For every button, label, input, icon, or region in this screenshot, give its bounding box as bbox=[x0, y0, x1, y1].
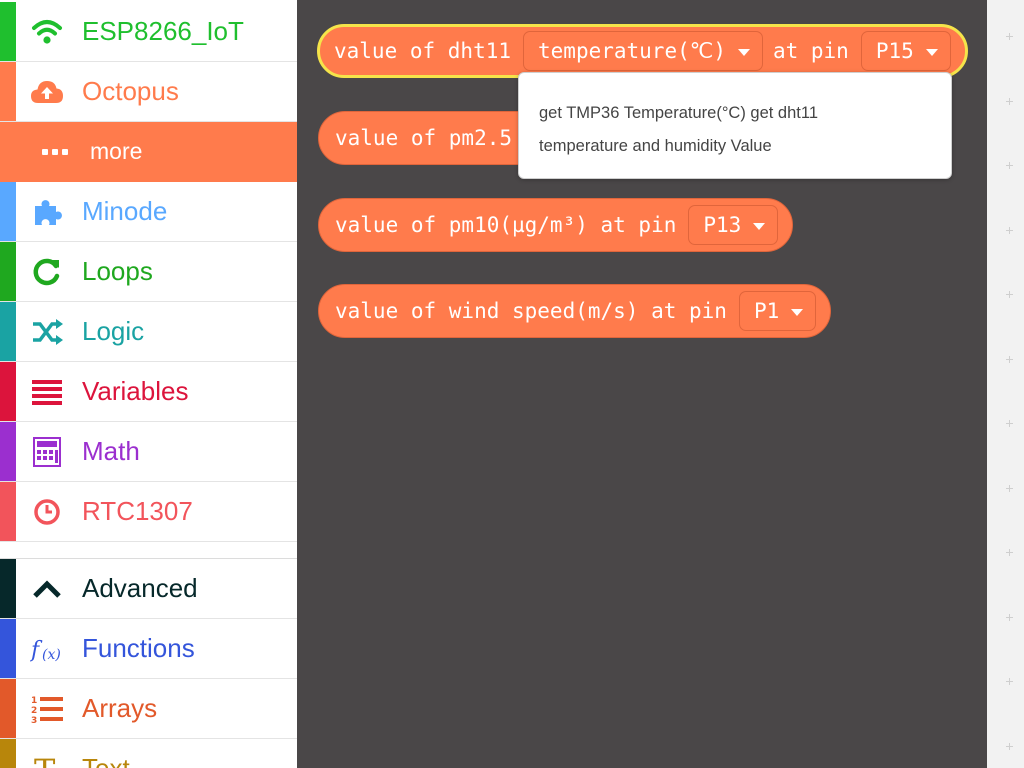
category-label: Functions bbox=[82, 633, 195, 663]
category-label: Advanced bbox=[82, 573, 198, 603]
sensor-type-dropdown[interactable]: temperature(℃) bbox=[523, 31, 763, 71]
category-label: Text bbox=[82, 753, 130, 768]
category-rtc1307[interactable]: RTC1307 bbox=[0, 482, 297, 542]
category-color-bar bbox=[0, 619, 16, 678]
block-text: value of pm10(µg/m³) at pin bbox=[335, 213, 677, 237]
category-color-bar bbox=[0, 559, 16, 618]
shuffle-icon bbox=[30, 315, 64, 349]
category-label: Minode bbox=[82, 196, 168, 226]
function-icon: f(x) bbox=[30, 632, 64, 666]
category-color-bar bbox=[0, 422, 16, 481]
category-loops[interactable]: Loops bbox=[0, 242, 297, 302]
toolbox-sidebar: ESP8266_IoT Octopus more Minode Loops bbox=[0, 0, 297, 768]
category-label: more bbox=[90, 138, 143, 164]
grid-plus-icon bbox=[1006, 743, 1013, 750]
grid-plus-icon bbox=[1006, 678, 1013, 685]
svg-text:T: T bbox=[34, 754, 56, 768]
dropdown-value: temperature(℃) bbox=[538, 39, 726, 63]
category-label: Arrays bbox=[82, 693, 158, 723]
category-color-bar bbox=[0, 482, 16, 541]
block-text: value of pm2.5 bbox=[335, 126, 513, 150]
category-label: ESP8266_IoT bbox=[82, 16, 244, 46]
grid-plus-icon bbox=[1006, 227, 1013, 234]
category-logic[interactable]: Logic bbox=[0, 302, 297, 362]
category-label: Logic bbox=[82, 316, 145, 346]
grid-plus-icon bbox=[1006, 162, 1013, 169]
puzzle-icon bbox=[30, 195, 64, 229]
calculator-icon bbox=[30, 435, 64, 469]
category-variables[interactable]: Variables bbox=[0, 362, 297, 422]
grid-plus-icon bbox=[1006, 33, 1013, 40]
tooltip-line: temperature and humidity Value bbox=[539, 137, 772, 155]
block-tooltip: get TMP36 Temperature(°C) get dht11 temp… bbox=[518, 72, 952, 179]
category-text[interactable]: T Text bbox=[0, 739, 297, 768]
ellipsis-icon bbox=[38, 135, 72, 169]
category-color-bar bbox=[0, 122, 16, 181]
caret-down-icon bbox=[737, 48, 750, 56]
cloud-upload-icon bbox=[30, 75, 64, 109]
chevron-up-icon bbox=[30, 572, 64, 606]
svg-text:(x): (x) bbox=[42, 647, 61, 663]
grid-plus-icon bbox=[1006, 356, 1013, 363]
list-lines-icon bbox=[30, 375, 64, 409]
block-pm10-value[interactable]: value of pm10(µg/m³) at pin P13 bbox=[318, 198, 794, 252]
caret-down-icon bbox=[791, 308, 804, 316]
pin-dropdown[interactable]: P13 bbox=[688, 205, 779, 245]
category-separator bbox=[0, 543, 297, 559]
clock-icon bbox=[30, 495, 64, 529]
pin-dropdown[interactable]: P1 bbox=[738, 291, 817, 331]
category-color-bar bbox=[0, 182, 16, 241]
caret-down-icon bbox=[753, 222, 766, 230]
block-text: value of wind speed(m/s) at pin bbox=[335, 299, 727, 323]
block-text: value of dht11 bbox=[334, 39, 512, 63]
category-color-bar bbox=[0, 62, 16, 121]
grid-plus-icon bbox=[1006, 98, 1013, 105]
svg-text:3: 3 bbox=[31, 716, 37, 724]
category-esp8266-iot[interactable]: ESP8266_IoT bbox=[0, 2, 297, 62]
dropdown-value: P15 bbox=[875, 39, 914, 63]
grid-plus-icon bbox=[1006, 549, 1013, 556]
dropdown-value: P13 bbox=[703, 213, 742, 237]
category-minode[interactable]: Minode bbox=[0, 182, 297, 242]
category-color-bar bbox=[0, 302, 16, 361]
category-label: Math bbox=[82, 436, 140, 466]
pin-dropdown[interactable]: P15 bbox=[860, 31, 951, 71]
grid-plus-icon bbox=[1006, 291, 1013, 298]
svg-text:1: 1 bbox=[31, 696, 37, 706]
category-color-bar bbox=[0, 2, 16, 61]
category-label: Octopus bbox=[82, 76, 179, 106]
svg-text:2: 2 bbox=[31, 706, 37, 716]
category-octopus-more[interactable]: more bbox=[0, 122, 297, 182]
grid-plus-icon bbox=[1006, 420, 1013, 427]
refresh-icon bbox=[30, 255, 64, 289]
category-color-bar bbox=[0, 679, 16, 738]
grid-plus-icon bbox=[1006, 614, 1013, 621]
block-dht11-value[interactable]: value of dht11 temperature(℃) at pin P15 bbox=[317, 24, 968, 78]
category-label: RTC1307 bbox=[82, 496, 193, 526]
grid-plus-icon bbox=[1006, 485, 1013, 492]
category-label: Variables bbox=[82, 376, 189, 406]
workspace-grid-edge bbox=[987, 0, 1024, 768]
wifi-icon bbox=[30, 15, 64, 49]
category-math[interactable]: Math bbox=[0, 422, 297, 482]
category-octopus[interactable]: Octopus bbox=[0, 62, 297, 122]
caret-down-icon bbox=[925, 48, 938, 56]
text-icon: T bbox=[30, 752, 64, 768]
block-text: at pin bbox=[772, 39, 849, 63]
category-functions[interactable]: f(x) Functions bbox=[0, 619, 297, 679]
category-label: Loops bbox=[82, 256, 153, 286]
category-color-bar bbox=[0, 739, 16, 768]
category-color-bar bbox=[0, 242, 16, 301]
tooltip-line: get TMP36 Temperature(°C) get dht11 bbox=[539, 104, 818, 122]
block-wind-speed-value[interactable]: value of wind speed(m/s) at pin P1 bbox=[318, 284, 832, 338]
category-advanced[interactable]: Advanced bbox=[0, 559, 297, 619]
dropdown-value: P1 bbox=[753, 299, 780, 323]
category-color-bar bbox=[0, 362, 16, 421]
